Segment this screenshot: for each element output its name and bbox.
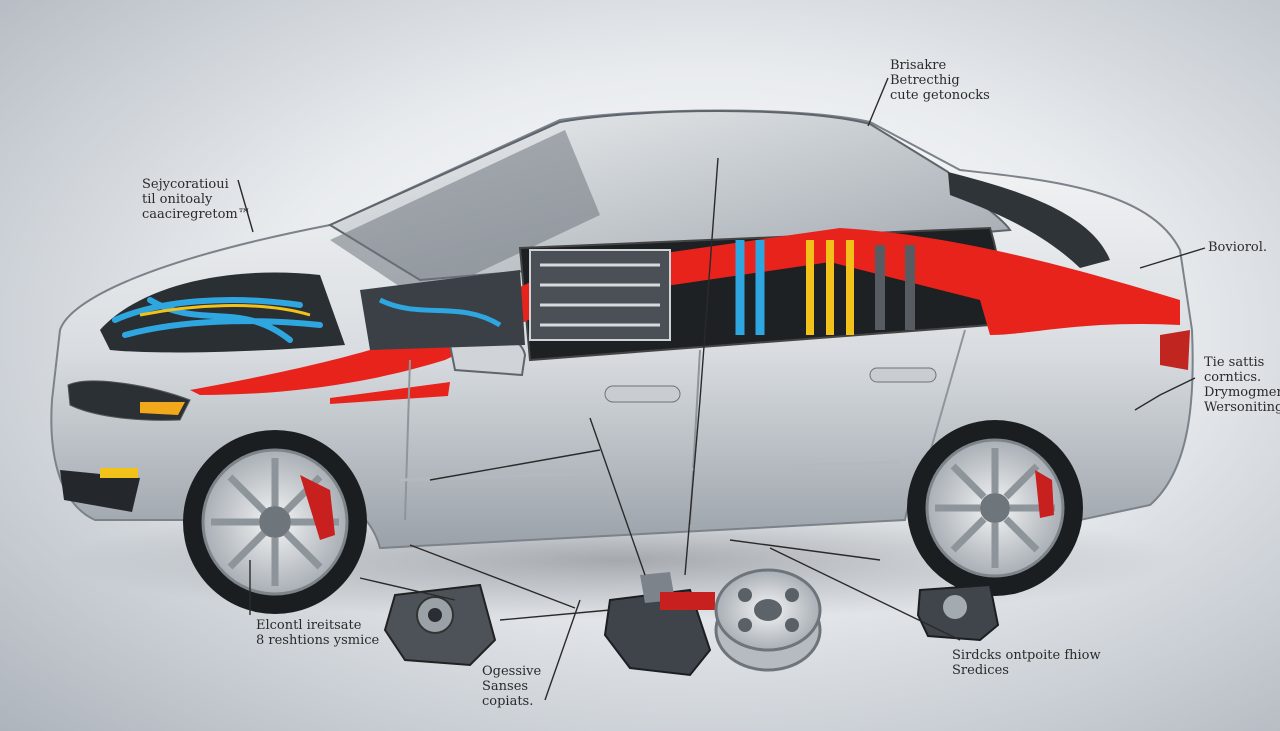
fog-light <box>60 470 140 512</box>
callout-line: caaciregretom™ <box>142 207 251 222</box>
callout-bottom-center: Ogessive Sanses copiats. <box>482 664 541 709</box>
callout-line: 8 reshtions ysmice <box>256 633 380 648</box>
tail-light <box>1160 330 1190 370</box>
callout-line: Tie sattis <box>1204 355 1265 370</box>
callout-line: Drymogmeny <box>1204 385 1280 400</box>
callout-line: Elcontl ireitsate <box>256 618 362 633</box>
callout-line: Brisakre <box>890 58 947 73</box>
callout-line: corntics. <box>1204 370 1262 385</box>
callout-line: Betrecthig <box>890 73 960 88</box>
callout-line: cute getonocks <box>890 88 990 103</box>
callout-line: Sirdcks ontpoite fhiow <box>952 648 1101 663</box>
engine-icon <box>100 270 525 353</box>
door-handle-front <box>604 385 681 403</box>
door-handle-rear <box>869 367 937 383</box>
wheel-rear <box>907 420 1083 596</box>
callout-line: copiats. <box>482 694 534 709</box>
brake-caliper-icon <box>383 583 497 667</box>
callout-line: Wersoniting <box>1204 400 1280 415</box>
callout-line: Sredices <box>952 663 1009 678</box>
brake-caliper-front <box>300 475 335 540</box>
callout-line: Sanses <box>482 679 529 694</box>
callout-line: til onitoaly <box>142 192 213 207</box>
brake-caliper-rear <box>1035 470 1054 518</box>
callout-top-left: Sejycoratioui til onitoaly caaciregretom… <box>142 177 251 222</box>
callout-line: Ogessive <box>482 664 542 679</box>
windshield <box>330 130 600 300</box>
callout-leader-lines <box>237 77 1206 701</box>
callout-line: Sejycoratioui <box>142 177 229 192</box>
callout-top-right: Brisakre Betrecthig cute getonocks <box>890 58 990 103</box>
callout-line: Boviorol. <box>1208 240 1268 255</box>
callout-right-lower: Tie sattis corntics. Drymogmeny Wersonit… <box>1204 355 1280 415</box>
wheel-icon <box>183 430 367 614</box>
callout-bottom-right: Sirdcks ontpoite fhiow Sredices <box>952 648 1101 678</box>
rear-window <box>948 172 1110 268</box>
brake-assembly-center <box>603 572 715 677</box>
brake-rotor-icon <box>714 568 822 672</box>
cabin-machinery <box>529 240 915 341</box>
brake-sensor-icon <box>916 583 1000 642</box>
accent-stripe <box>190 228 1180 395</box>
callout-bottom-left: Elcontl ireitsate 8 reshtions ysmice <box>256 618 379 648</box>
callout-right-upper: Boviorol. <box>1208 240 1267 255</box>
